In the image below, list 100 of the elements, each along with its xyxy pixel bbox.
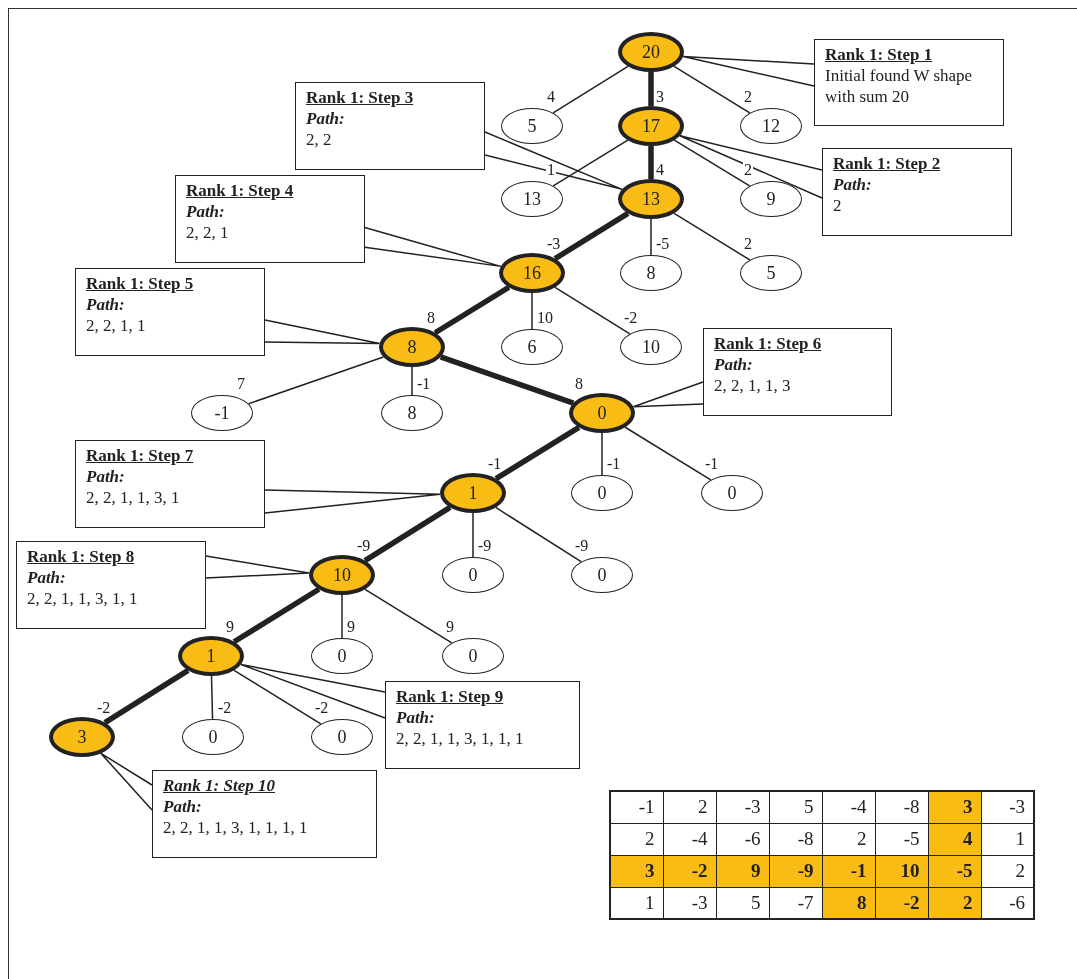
leader-line xyxy=(100,752,153,811)
edge-label: -9 xyxy=(574,538,590,554)
highlighted-path-edge xyxy=(648,146,654,179)
node-ellipse: 8 xyxy=(381,395,443,431)
edge-label: 2 xyxy=(743,162,753,178)
edge-label: -1 xyxy=(487,456,503,472)
tree-edge xyxy=(673,65,751,114)
table-cell: -8 xyxy=(769,823,822,855)
path-label: Path: xyxy=(163,796,203,817)
callout-box xyxy=(16,541,206,629)
leader-line xyxy=(264,489,441,514)
node-ellipse: 5 xyxy=(740,255,802,291)
highlighted-table-cell: -2 xyxy=(663,855,716,887)
highlighted-path-edge xyxy=(648,72,654,106)
path-label: Path: xyxy=(714,354,754,375)
highlighted-table-cell: -9 xyxy=(769,855,822,887)
highlighted-path-edge xyxy=(494,424,581,482)
step-heading: Rank 1: Step 7 xyxy=(86,445,195,466)
highlighted-table-cell: -1 xyxy=(822,855,875,887)
edge-label: 2 xyxy=(743,236,753,252)
edge-label: 9 xyxy=(445,619,455,635)
tree-edge xyxy=(531,292,533,330)
node-ellipse: 0 xyxy=(571,475,633,511)
tree-edge xyxy=(472,512,474,558)
node-ellipse: 10 xyxy=(620,329,682,365)
table-cell: -5 xyxy=(875,823,928,855)
edge-label: -9 xyxy=(356,538,372,554)
tree-edge xyxy=(233,669,322,725)
edge-label: 9 xyxy=(346,619,356,635)
highlighted-table-cell: -2 xyxy=(875,887,928,919)
callout-box xyxy=(152,770,377,858)
node-ellipse: -1 xyxy=(191,395,253,431)
node-ellipse: 8 xyxy=(620,255,682,291)
leader-line xyxy=(679,135,823,199)
edge-label: -5 xyxy=(655,236,671,252)
table-cell: 2 xyxy=(663,791,716,823)
highlighted-table-cell: 4 xyxy=(928,823,981,855)
tree-edge xyxy=(364,588,453,644)
highlighted-table-cell: 3 xyxy=(610,855,663,887)
highlighted-path-edge xyxy=(439,354,575,406)
edge-label: -2 xyxy=(217,700,233,716)
step-heading: Rank 1: Step 6 xyxy=(714,333,823,354)
edge-label: 1 xyxy=(546,162,556,178)
leader-line xyxy=(484,131,623,191)
callout-box xyxy=(703,328,892,416)
edge-label: -2 xyxy=(314,700,330,716)
highlighted-table-cell: 3 xyxy=(928,791,981,823)
highlighted-table-cell: 8 xyxy=(822,887,875,919)
tree-edge xyxy=(247,356,385,405)
table-cell: -1 xyxy=(610,791,663,823)
callout-box xyxy=(175,175,365,263)
tree-edge xyxy=(601,432,603,476)
path-value: 2, 2, 1 xyxy=(186,222,230,243)
tree-edge xyxy=(210,675,214,720)
table-cell: -4 xyxy=(822,791,875,823)
tree-edge xyxy=(624,426,712,481)
path-label: Path: xyxy=(86,294,126,315)
node-ellipse: 0 xyxy=(311,638,373,674)
tree-edge xyxy=(495,506,582,563)
path-value: 2, 2, 1, 1, 3 xyxy=(714,375,792,396)
path-label: Path: xyxy=(833,174,873,195)
callout-box xyxy=(295,82,485,170)
callout-box xyxy=(385,681,580,769)
highlighted-path-edge xyxy=(433,284,511,336)
tree-edge xyxy=(673,212,751,261)
table-cell: 2 xyxy=(610,823,663,855)
edge-label: 7 xyxy=(236,376,246,392)
callout-text: Initial found W shape with sum 20 xyxy=(825,65,974,107)
edge-label: 4 xyxy=(655,162,665,178)
path-label: Path: xyxy=(86,466,126,487)
edge-label: 3 xyxy=(655,89,665,105)
tree-edge xyxy=(341,594,343,639)
highlighted-node-ellipse: 17 xyxy=(618,106,684,146)
node-ellipse: 12 xyxy=(740,108,802,144)
tree-edge xyxy=(673,139,751,187)
highlighted-table-cell: 9 xyxy=(716,855,769,887)
node-ellipse: 0 xyxy=(442,638,504,674)
node-ellipse: 0 xyxy=(571,557,633,593)
step-heading: Rank 1: Step 9 xyxy=(396,686,505,707)
table-cell: -8 xyxy=(875,791,928,823)
highlighted-path-edge xyxy=(363,505,452,563)
step-heading: Rank 1: Step 1 xyxy=(825,44,934,65)
path-value: 2 xyxy=(833,195,843,216)
path-label: Path: xyxy=(27,567,67,588)
tree-edge xyxy=(554,286,631,335)
step-heading: Rank 1: Step 4 xyxy=(186,180,295,201)
highlighted-node-ellipse: 1 xyxy=(178,636,244,676)
node-ellipse: 13 xyxy=(501,181,563,217)
callout-box xyxy=(75,440,265,528)
edge-label: -1 xyxy=(704,456,720,472)
node-ellipse: 0 xyxy=(311,719,373,755)
highlighted-table-cell: 10 xyxy=(875,855,928,887)
edge-label: 8 xyxy=(426,310,436,326)
edge-label: -1 xyxy=(606,456,622,472)
path-value: 2, 2, 1, 1, 3, 1, 1, 1 xyxy=(396,728,525,749)
node-ellipse: 0 xyxy=(442,557,504,593)
highlighted-node-ellipse: 13 xyxy=(618,179,684,219)
highlighted-path-edge xyxy=(232,586,321,645)
leader-line xyxy=(264,319,381,345)
table-cell: -6 xyxy=(716,823,769,855)
